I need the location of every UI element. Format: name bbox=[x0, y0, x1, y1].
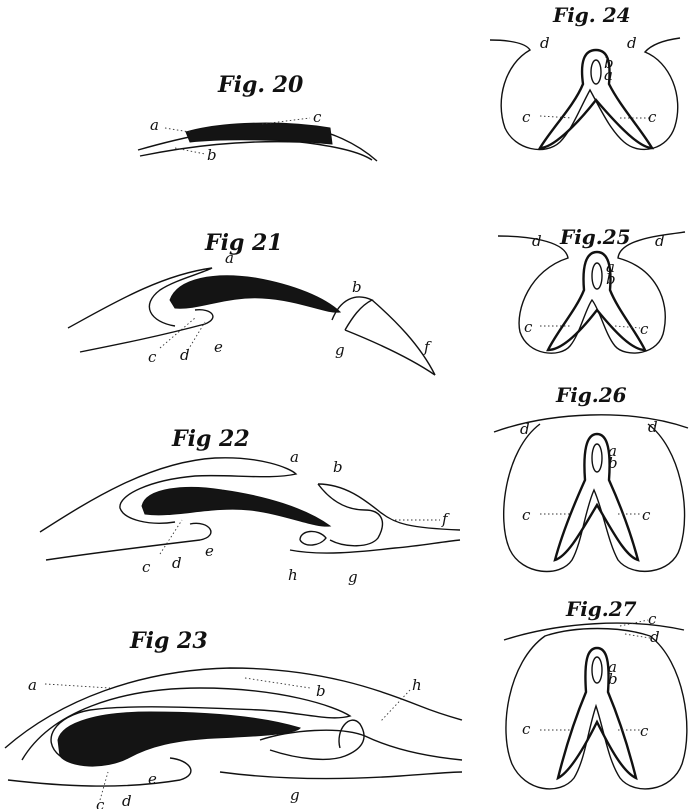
fig-24-label-c1: c bbox=[522, 108, 531, 126]
fig-22-tail-fold bbox=[318, 484, 382, 546]
fig-27-label-c3: c bbox=[648, 610, 657, 628]
fig-27-neural-canal bbox=[592, 657, 602, 683]
figure-26: Fig.26 d d a b c c bbox=[494, 383, 688, 571]
fig-23-title: Fig 23 bbox=[129, 628, 208, 654]
fig-24-neural-canal bbox=[591, 60, 601, 84]
fig-27-title: Fig.27 bbox=[565, 597, 637, 621]
fig-20-title: Fig. 20 bbox=[217, 72, 304, 98]
fig-22-upper-right bbox=[318, 484, 460, 530]
fig-21-tail-fold bbox=[332, 297, 372, 330]
fig-22-label-h: h bbox=[288, 566, 298, 584]
fig-20-leader-a bbox=[165, 128, 190, 132]
fig-26-label-d2: d bbox=[648, 418, 658, 436]
fig-20-label-a: a bbox=[150, 116, 159, 134]
fig-22-embryonic-area bbox=[142, 487, 330, 526]
fig-25-label-c1: c bbox=[524, 318, 533, 336]
fig-24-label-c2: c bbox=[648, 108, 657, 126]
fig-21-label-g: g bbox=[335, 341, 345, 359]
fig-23-lower-right bbox=[220, 772, 462, 779]
fig-26-label-b: b bbox=[608, 454, 618, 472]
fig-25-title: Fig.25 bbox=[559, 225, 631, 249]
fig-22-label-b: b bbox=[333, 458, 343, 476]
fig-22-label-c: c bbox=[142, 558, 151, 576]
figure-22: Fig 22 a b c d e f g h bbox=[40, 426, 460, 586]
fig-25-label-b: b bbox=[606, 270, 616, 288]
fig-22-label-g: g bbox=[348, 568, 358, 586]
fig-24-label-d2: d bbox=[627, 34, 637, 52]
fig-27-body-outline bbox=[506, 629, 687, 789]
fig-21-label-c: c bbox=[148, 348, 157, 366]
fig-22-lower-right bbox=[290, 540, 460, 553]
fig-24-label-a: a bbox=[604, 66, 613, 84]
fig-25-label-d2: d bbox=[655, 232, 665, 250]
fig-27-label-d: d bbox=[650, 628, 660, 646]
fig-24-leader-c1 bbox=[540, 116, 572, 118]
fig-22-title: Fig 22 bbox=[171, 426, 250, 452]
fig-21-embryonic-area bbox=[170, 276, 340, 312]
fig-22-allantois bbox=[300, 531, 326, 545]
fig-21-label-e: e bbox=[214, 338, 223, 356]
fig-21-label-d: d bbox=[180, 346, 190, 364]
fig-22-leader-c bbox=[160, 520, 182, 554]
figure-27: Fig.27 c d a b c c bbox=[504, 597, 687, 789]
fig-20-label-b: b bbox=[207, 146, 217, 164]
fig-27-neural-tube bbox=[558, 648, 636, 778]
figure-20: Fig. 20 a b c bbox=[138, 72, 377, 164]
fig-20-embryonic-area bbox=[186, 123, 332, 144]
fig-20-layer-lower bbox=[140, 142, 372, 160]
fig-26-neural-canal bbox=[592, 444, 602, 472]
fig-23-label-e: e bbox=[148, 770, 157, 788]
fig-22-label-d: d bbox=[172, 554, 182, 572]
fig-25-neural-canal bbox=[592, 263, 602, 289]
fig-25-neural-tube bbox=[548, 252, 645, 350]
fig-20-leader-b bbox=[175, 148, 205, 154]
fig-27-label-c2: c bbox=[640, 722, 649, 740]
fig-20-label-c: c bbox=[313, 108, 322, 126]
figure-23: Fig 23 a b c d e g h bbox=[5, 628, 462, 809]
fig-27-label-c1: c bbox=[522, 720, 531, 738]
fig-25-label-c2: c bbox=[640, 320, 649, 338]
fig-26-label-d1: d bbox=[520, 420, 530, 438]
fig-21-title: Fig 21 bbox=[204, 230, 283, 256]
fig-27-label-b: b bbox=[608, 670, 618, 688]
fig-23-leader-b bbox=[245, 678, 310, 688]
figure-24: Fig. 24 d d b a c c bbox=[490, 3, 680, 150]
fig-23-leader-a bbox=[45, 684, 110, 688]
fig-23-label-d: d bbox=[122, 792, 132, 809]
fig-24-title: Fig. 24 bbox=[552, 3, 631, 27]
fig-26-label-c1: c bbox=[522, 506, 531, 524]
figure-21: Fig 21 a b c d e f g bbox=[68, 230, 435, 375]
fig-21-label-b: b bbox=[352, 278, 362, 296]
fig-21-lower-left bbox=[80, 310, 213, 352]
fig-23-label-c: c bbox=[96, 796, 105, 809]
fig-22-lower-left bbox=[46, 523, 211, 560]
fig-21-leader-c bbox=[160, 318, 195, 348]
fig-22-label-f: f bbox=[441, 510, 450, 528]
fig-24-label-d1: d bbox=[540, 34, 550, 52]
fig-26-label-c2: c bbox=[642, 506, 651, 524]
fig-24-neural-tube bbox=[540, 50, 652, 148]
fig-23-label-a: a bbox=[28, 676, 37, 694]
fig-21-label-f: f bbox=[423, 338, 432, 356]
fig-25-label-d1: d bbox=[532, 232, 542, 250]
fig-23-leader-h bbox=[380, 690, 410, 722]
fig-22-label-e: e bbox=[205, 542, 214, 560]
figure-25: Fig.25 d d a b c c bbox=[498, 225, 685, 353]
fig-21-label-a: a bbox=[225, 249, 234, 267]
fig-26-title: Fig.26 bbox=[555, 383, 627, 407]
fig-22-label-a: a bbox=[290, 448, 299, 466]
fig-23-label-h: h bbox=[412, 676, 422, 694]
fig-25-leader-c2 bbox=[615, 326, 640, 328]
fig-23-label-b: b bbox=[316, 682, 326, 700]
fig-23-label-g: g bbox=[290, 786, 300, 804]
